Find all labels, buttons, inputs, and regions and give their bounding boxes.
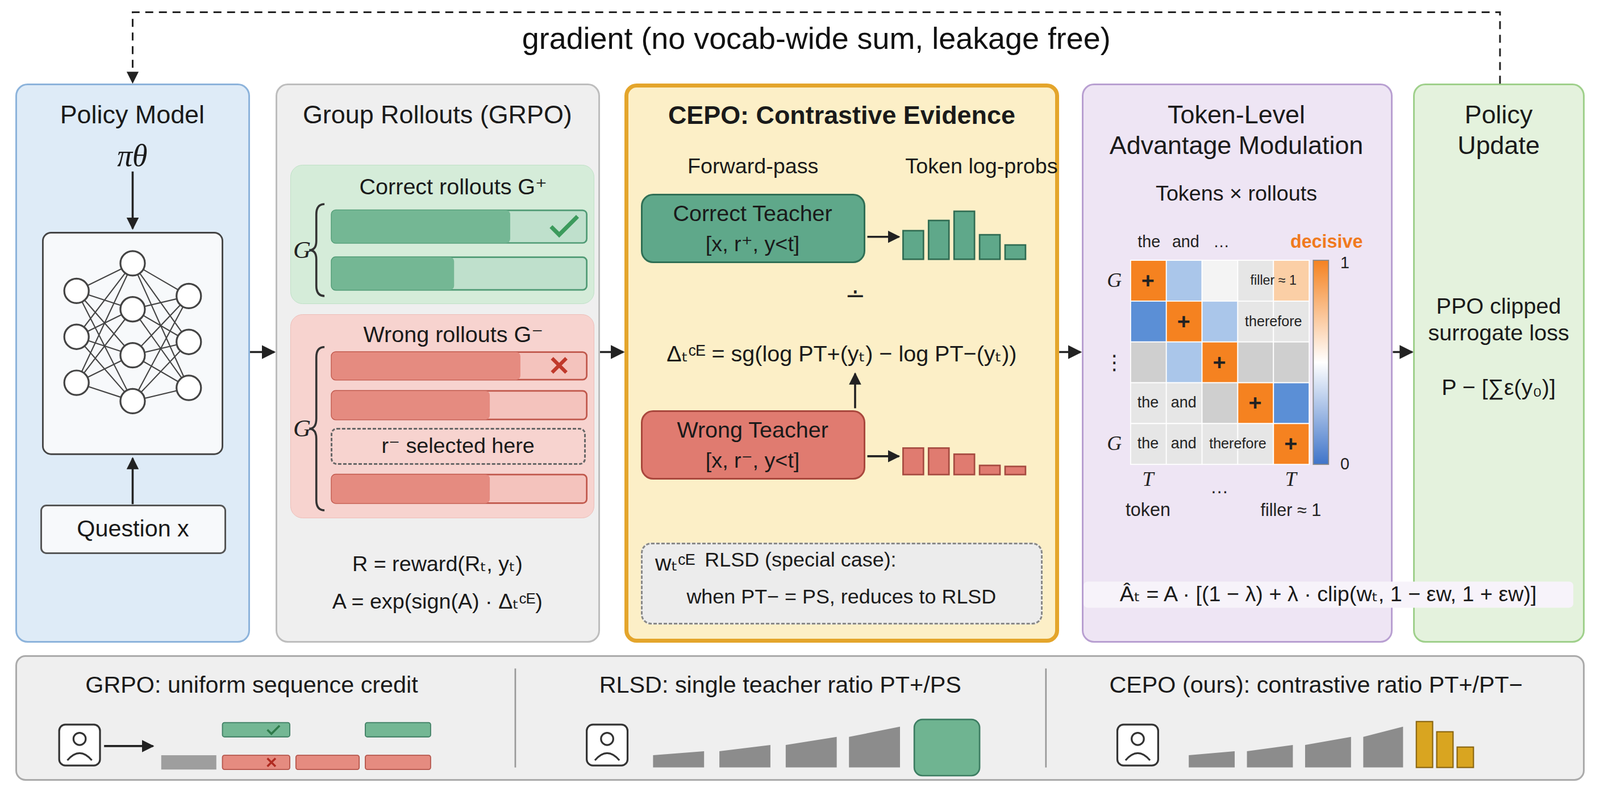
node-title: Question x xyxy=(43,514,223,544)
node-title: Wrong Teacher xyxy=(644,416,861,444)
panel: CEPO: Contrastive EvidenceForward-passTo… xyxy=(624,83,1060,643)
node-title: GRPO: uniform sequence credit xyxy=(17,671,487,700)
cell-label: therefore xyxy=(1209,435,1267,452)
node-title: Wrong rollouts G⁻ xyxy=(315,321,591,349)
input-box: Question x xyxy=(40,504,227,554)
node-title: wₜᶜᴱ xyxy=(644,549,706,577)
node-text: Âₜ = A · [(1 − λ) + λ · clip(wₜ, 1 − εw,… xyxy=(1083,581,1574,608)
cell-label: … xyxy=(1213,232,1230,252)
node-title: r⁻ selected here xyxy=(335,432,581,459)
flow-arrow xyxy=(132,12,1500,85)
cell-label: + xyxy=(1284,431,1298,456)
node-text: P − [∑ε(y₀)] xyxy=(1417,373,1581,401)
cell-label: ⋮ xyxy=(1103,351,1125,374)
cell-label: 1 xyxy=(1340,254,1350,273)
node-text: A = exp(sign(A) · Δₜᶜᴱ) xyxy=(278,588,596,615)
node-text: R = reward(Rₜ, yₜ) xyxy=(278,551,596,577)
edge-label: gradient (no vocab-wide sum, leakage fre… xyxy=(522,22,1111,56)
cell-label: filler ≈ 1 xyxy=(1250,273,1298,289)
cell-label: and xyxy=(1172,232,1200,252)
node-title: Correct rollouts G⁺ xyxy=(315,173,591,200)
node-text: Forward-pass xyxy=(651,153,856,179)
cell-label: the xyxy=(1137,232,1161,252)
cell-label: the xyxy=(1137,435,1159,453)
node-text: πθ xyxy=(91,137,174,175)
cell-label: + xyxy=(1177,309,1191,334)
flow-arrow xyxy=(250,351,275,354)
dashed-box: r⁻ selected here xyxy=(330,427,586,465)
cell-label: and xyxy=(1171,394,1197,412)
cell-label: T xyxy=(1285,468,1297,491)
cell-label: 0 xyxy=(1340,455,1350,474)
node-text: Δₜᶜᴱ = sg(log PT+(yₜ) − log PT−(yₜ)) xyxy=(629,340,1054,368)
node-text: RLSD: single teacher ratio PT+/PS xyxy=(535,671,1025,700)
cell-label: + xyxy=(1248,390,1262,416)
cell-label: ∸ xyxy=(844,282,866,310)
flow-arrow xyxy=(1059,351,1081,354)
panel: Policy UpdatePPO clipped surrogate lossP… xyxy=(1413,83,1585,643)
cell-label: G xyxy=(293,415,311,443)
node-title: Policy Model xyxy=(19,99,245,131)
cell-label: + xyxy=(1213,350,1227,375)
cell-label: G xyxy=(1106,269,1122,293)
node-text: Token log-probs xyxy=(900,153,1064,179)
cell-label: the xyxy=(1137,394,1159,412)
node-title: CEPO: Contrastive Evidence xyxy=(632,100,1051,131)
node-title: Policy Update xyxy=(1422,99,1575,161)
cell-label: G xyxy=(293,236,311,264)
cell-label: T xyxy=(1142,468,1154,491)
node-text: RLSD (special case): xyxy=(693,547,908,573)
cell-label: filler ≈ 1 xyxy=(1260,500,1322,520)
node-text: Tokens × rollouts xyxy=(1093,180,1380,207)
heatmap xyxy=(1130,260,1329,465)
node-text: [x, r⁺, y<t] xyxy=(644,231,861,258)
cell-label: decisive xyxy=(1290,231,1364,253)
flow-arrow xyxy=(1392,351,1412,354)
node-text: when PT− = PS, reduces to RLSD xyxy=(647,584,1036,609)
node-text: CEPO (ours): contrastive ratio PT+/PT− xyxy=(1060,671,1572,700)
teacher-box: Wrong Teacher [x, r⁻, y<t] xyxy=(640,410,866,480)
cell-label: token xyxy=(1125,500,1171,521)
cell-label: + xyxy=(1141,268,1155,293)
note-box: wₜᶜᴱRLSD (special case): when PT− = PS, r… xyxy=(640,542,1044,625)
teacher-box: Correct Teacher [x, r⁺, y<t] xyxy=(640,193,866,264)
cell-label: G xyxy=(1106,432,1122,456)
cell-label: and xyxy=(1171,435,1197,453)
cell-label: … xyxy=(1210,477,1229,499)
node-title: Correct Teacher xyxy=(644,200,861,228)
node-text: PPO clipped surrogate loss xyxy=(1427,292,1570,347)
node-title: Group Rollouts (GRPO) xyxy=(278,99,596,131)
cell-label: therefore xyxy=(1244,313,1303,330)
node-title: Token-Level Advantage Modulation xyxy=(1104,99,1368,161)
node-text: [x, r⁻, y<t] xyxy=(644,447,861,474)
flow-arrow xyxy=(600,351,624,354)
